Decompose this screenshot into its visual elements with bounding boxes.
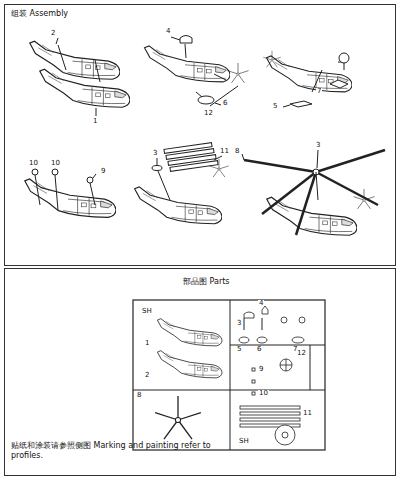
callout-number: 3 [152, 150, 158, 157]
callout-number: 1 [144, 340, 150, 347]
callout-number: 2 [50, 30, 56, 37]
callout-number: 11 [302, 410, 313, 417]
callout-number: 1 [92, 118, 98, 125]
callout-number: 8 [234, 148, 240, 155]
callout-number: 4 [258, 300, 264, 307]
callout-number: 5 [272, 103, 278, 110]
callout-number: 9 [258, 366, 264, 373]
panel-heading: 部品图 Parts [183, 277, 243, 287]
panel-heading: 组装 Assembly [11, 9, 71, 19]
callout-number: 6 [222, 100, 228, 107]
callout-number: 10 [258, 390, 269, 397]
callout-number: 12 [203, 110, 214, 117]
callout-number: 6 [256, 346, 262, 353]
callout-number: SH [141, 308, 153, 315]
callout-number: 3 [315, 142, 321, 149]
callout-number: 2 [144, 372, 150, 379]
callout-number: SH [238, 438, 250, 445]
callout-number: 4 [165, 28, 171, 35]
callout-number: 3 [236, 320, 242, 327]
callout-number: 9 [100, 168, 106, 175]
callout-number: 11 [219, 148, 230, 155]
callout-number: 8 [136, 392, 142, 399]
panel-heading: 贴纸和涂装请参照侧图 Marking and painting refer to… [11, 441, 241, 460]
callout-number: 10 [28, 160, 39, 167]
callout-number: 10 [50, 160, 61, 167]
panel-frame: 组装 Assembly [4, 4, 396, 266]
callout-number: 12 [296, 350, 307, 357]
callout-number: 7 [316, 88, 322, 95]
panel-frame: 部品图 Parts 贴纸和涂装请参照侧图 Marking and painting… [4, 268, 396, 476]
callout-number: 5 [236, 346, 242, 353]
